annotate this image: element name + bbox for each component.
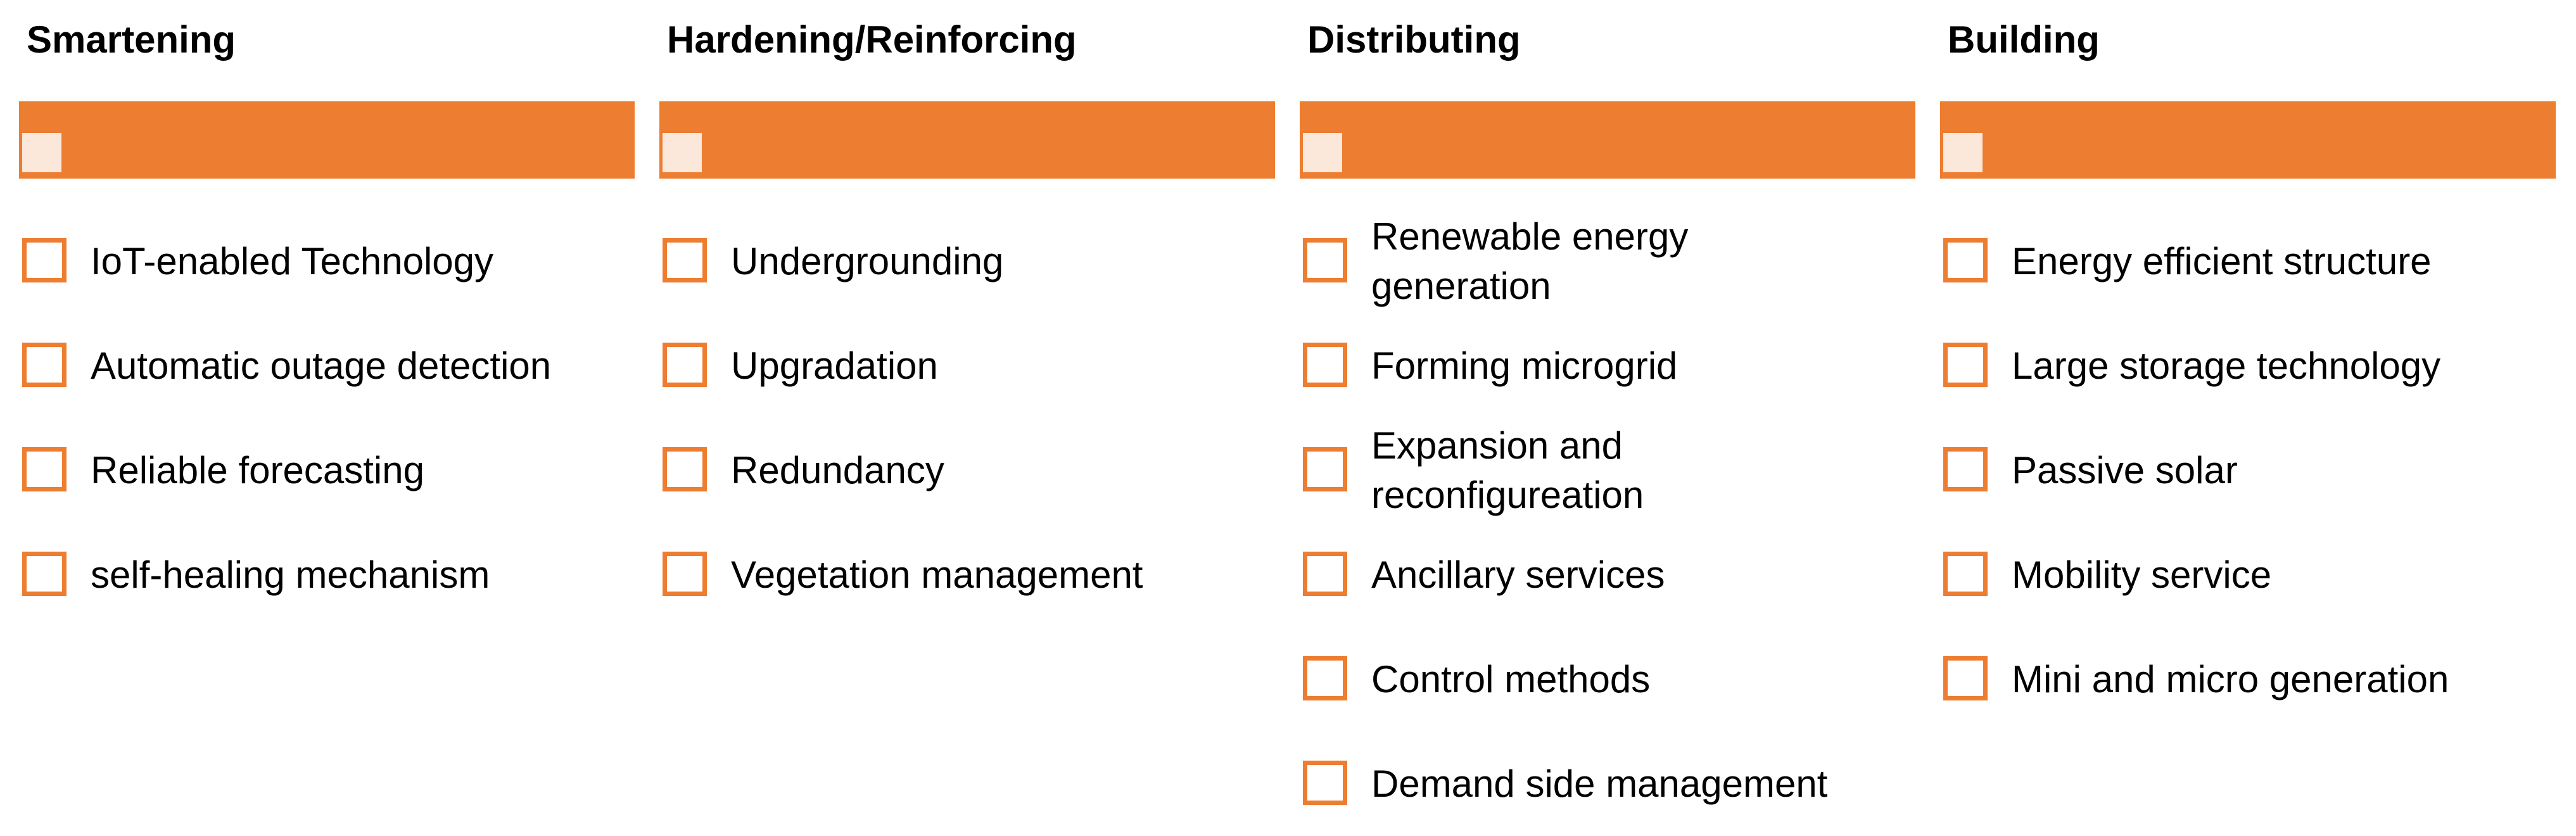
checkbox-icon[interactable] [1943, 656, 1988, 700]
checkbox-icon[interactable] [1303, 447, 1347, 491]
checkbox-icon[interactable] [1303, 761, 1347, 805]
checklist-item-forming-microgrid[interactable]: Forming microgrid [1300, 314, 1915, 418]
checkbox-icon[interactable] [22, 447, 67, 491]
checklist-item-control-methods[interactable]: Control methods [1300, 627, 1915, 732]
checkbox-icon[interactable] [1943, 447, 1988, 491]
checklist-item-undergrounding[interactable]: Undergrounding [659, 209, 1275, 314]
checklist-item-label: Mobility service [2012, 553, 2272, 596]
checklist-item-label: Passive solar [2012, 448, 2238, 491]
checkbox-icon[interactable] [22, 343, 67, 387]
checklist-item-label: Large storage technology [2012, 344, 2441, 387]
column-header-bar [659, 101, 1275, 179]
checklist-item-passive-solar[interactable]: Passive solar [1940, 418, 2556, 522]
checklist-item-upgradation[interactable]: Upgradation [659, 314, 1275, 418]
column-heading: Hardening/Reinforcing [667, 18, 1077, 61]
checklist-item-label: Renewable energy generation [1371, 215, 1689, 307]
checklist-item-expansion-and-reconfigureation[interactable]: Expansion and reconfigureation [1300, 418, 1915, 522]
checklist-item-label: Automatic outage detection [91, 344, 552, 387]
column-header-bar [1940, 101, 2556, 179]
checkbox-icon[interactable] [663, 447, 707, 491]
checkbox-icon[interactable] [1303, 552, 1347, 596]
checklist-item-mobility-service[interactable]: Mobility service [1940, 522, 2556, 627]
checkbox-icon[interactable] [1303, 133, 1342, 172]
checklist-item-iot-enabled-technology[interactable]: IoT-enabled Technology [19, 209, 635, 314]
checklist-item-label: Undergrounding [731, 239, 1004, 282]
column-header-bar [19, 101, 635, 179]
checklist-item-label: Forming microgrid [1371, 344, 1678, 387]
checklist-item-label: Demand side management [1371, 762, 1828, 805]
checklist-item-label: Reliable forecasting [91, 448, 424, 491]
checkbox-icon[interactable] [22, 238, 67, 282]
checklist-item-label: Redundancy [731, 448, 944, 491]
checkbox-icon[interactable] [1943, 552, 1988, 596]
checkbox-icon[interactable] [663, 238, 707, 282]
column-header-bar [1300, 101, 1915, 179]
checklist-item-label: IoT-enabled Technology [91, 239, 494, 282]
checklist-item-automatic-outage-detection[interactable]: Automatic outage detection [19, 314, 635, 418]
checklist-item-label: Control methods [1371, 657, 1651, 700]
checklist-item-demand-side-management[interactable]: Demand side management [1300, 732, 1915, 836]
checklist-item-label: self-healing mechanism [91, 553, 490, 596]
checkbox-icon[interactable] [663, 343, 707, 387]
checklist-item-mini-and-micro-generation[interactable]: Mini and micro generation [1940, 627, 2556, 732]
checklist-item-label: Vegetation management [731, 553, 1143, 596]
checkbox-icon[interactable] [663, 133, 702, 172]
checkbox-icon[interactable] [663, 552, 707, 596]
column-heading: Distributing [1307, 18, 1521, 61]
checklist-item-energy-efficient-structure[interactable]: Energy efficient structure [1940, 209, 2556, 314]
checkbox-icon[interactable] [1303, 656, 1347, 700]
checklist-item-renewable-energy-generation[interactable]: Renewable energy generation [1300, 209, 1915, 314]
checklist-item-redundancy[interactable]: Redundancy [659, 418, 1275, 522]
checkbox-icon[interactable] [1943, 343, 1988, 387]
checklist-item-large-storage-technology[interactable]: Large storage technology [1940, 314, 2556, 418]
column-heading: Building [1948, 18, 2100, 61]
checklist-item-vegetation-management[interactable]: Vegetation management [659, 522, 1275, 627]
checkbox-icon[interactable] [1943, 238, 1988, 282]
checklist-item-label: Ancillary services [1371, 553, 1665, 596]
checklist-item-self-healing-mechanism[interactable]: self-healing mechanism [19, 522, 635, 627]
checklist-item-label: Energy efficient structure [2012, 239, 2432, 282]
checkbox-icon[interactable] [22, 133, 61, 172]
checkbox-icon[interactable] [1943, 133, 1983, 172]
checklist-item-label: Expansion and reconfigureation [1371, 424, 1644, 516]
column-heading: Smartening [27, 18, 236, 61]
checkbox-icon[interactable] [22, 552, 67, 596]
checklist-item-reliable-forecasting[interactable]: Reliable forecasting [19, 418, 635, 522]
checklist-item-ancillary-services[interactable]: Ancillary services [1300, 522, 1915, 627]
checkbox-icon[interactable] [1303, 238, 1347, 282]
checkbox-icon[interactable] [1303, 343, 1347, 387]
checklist-item-label: Upgradation [731, 344, 938, 387]
checklist-item-label: Mini and micro generation [2012, 657, 2449, 700]
